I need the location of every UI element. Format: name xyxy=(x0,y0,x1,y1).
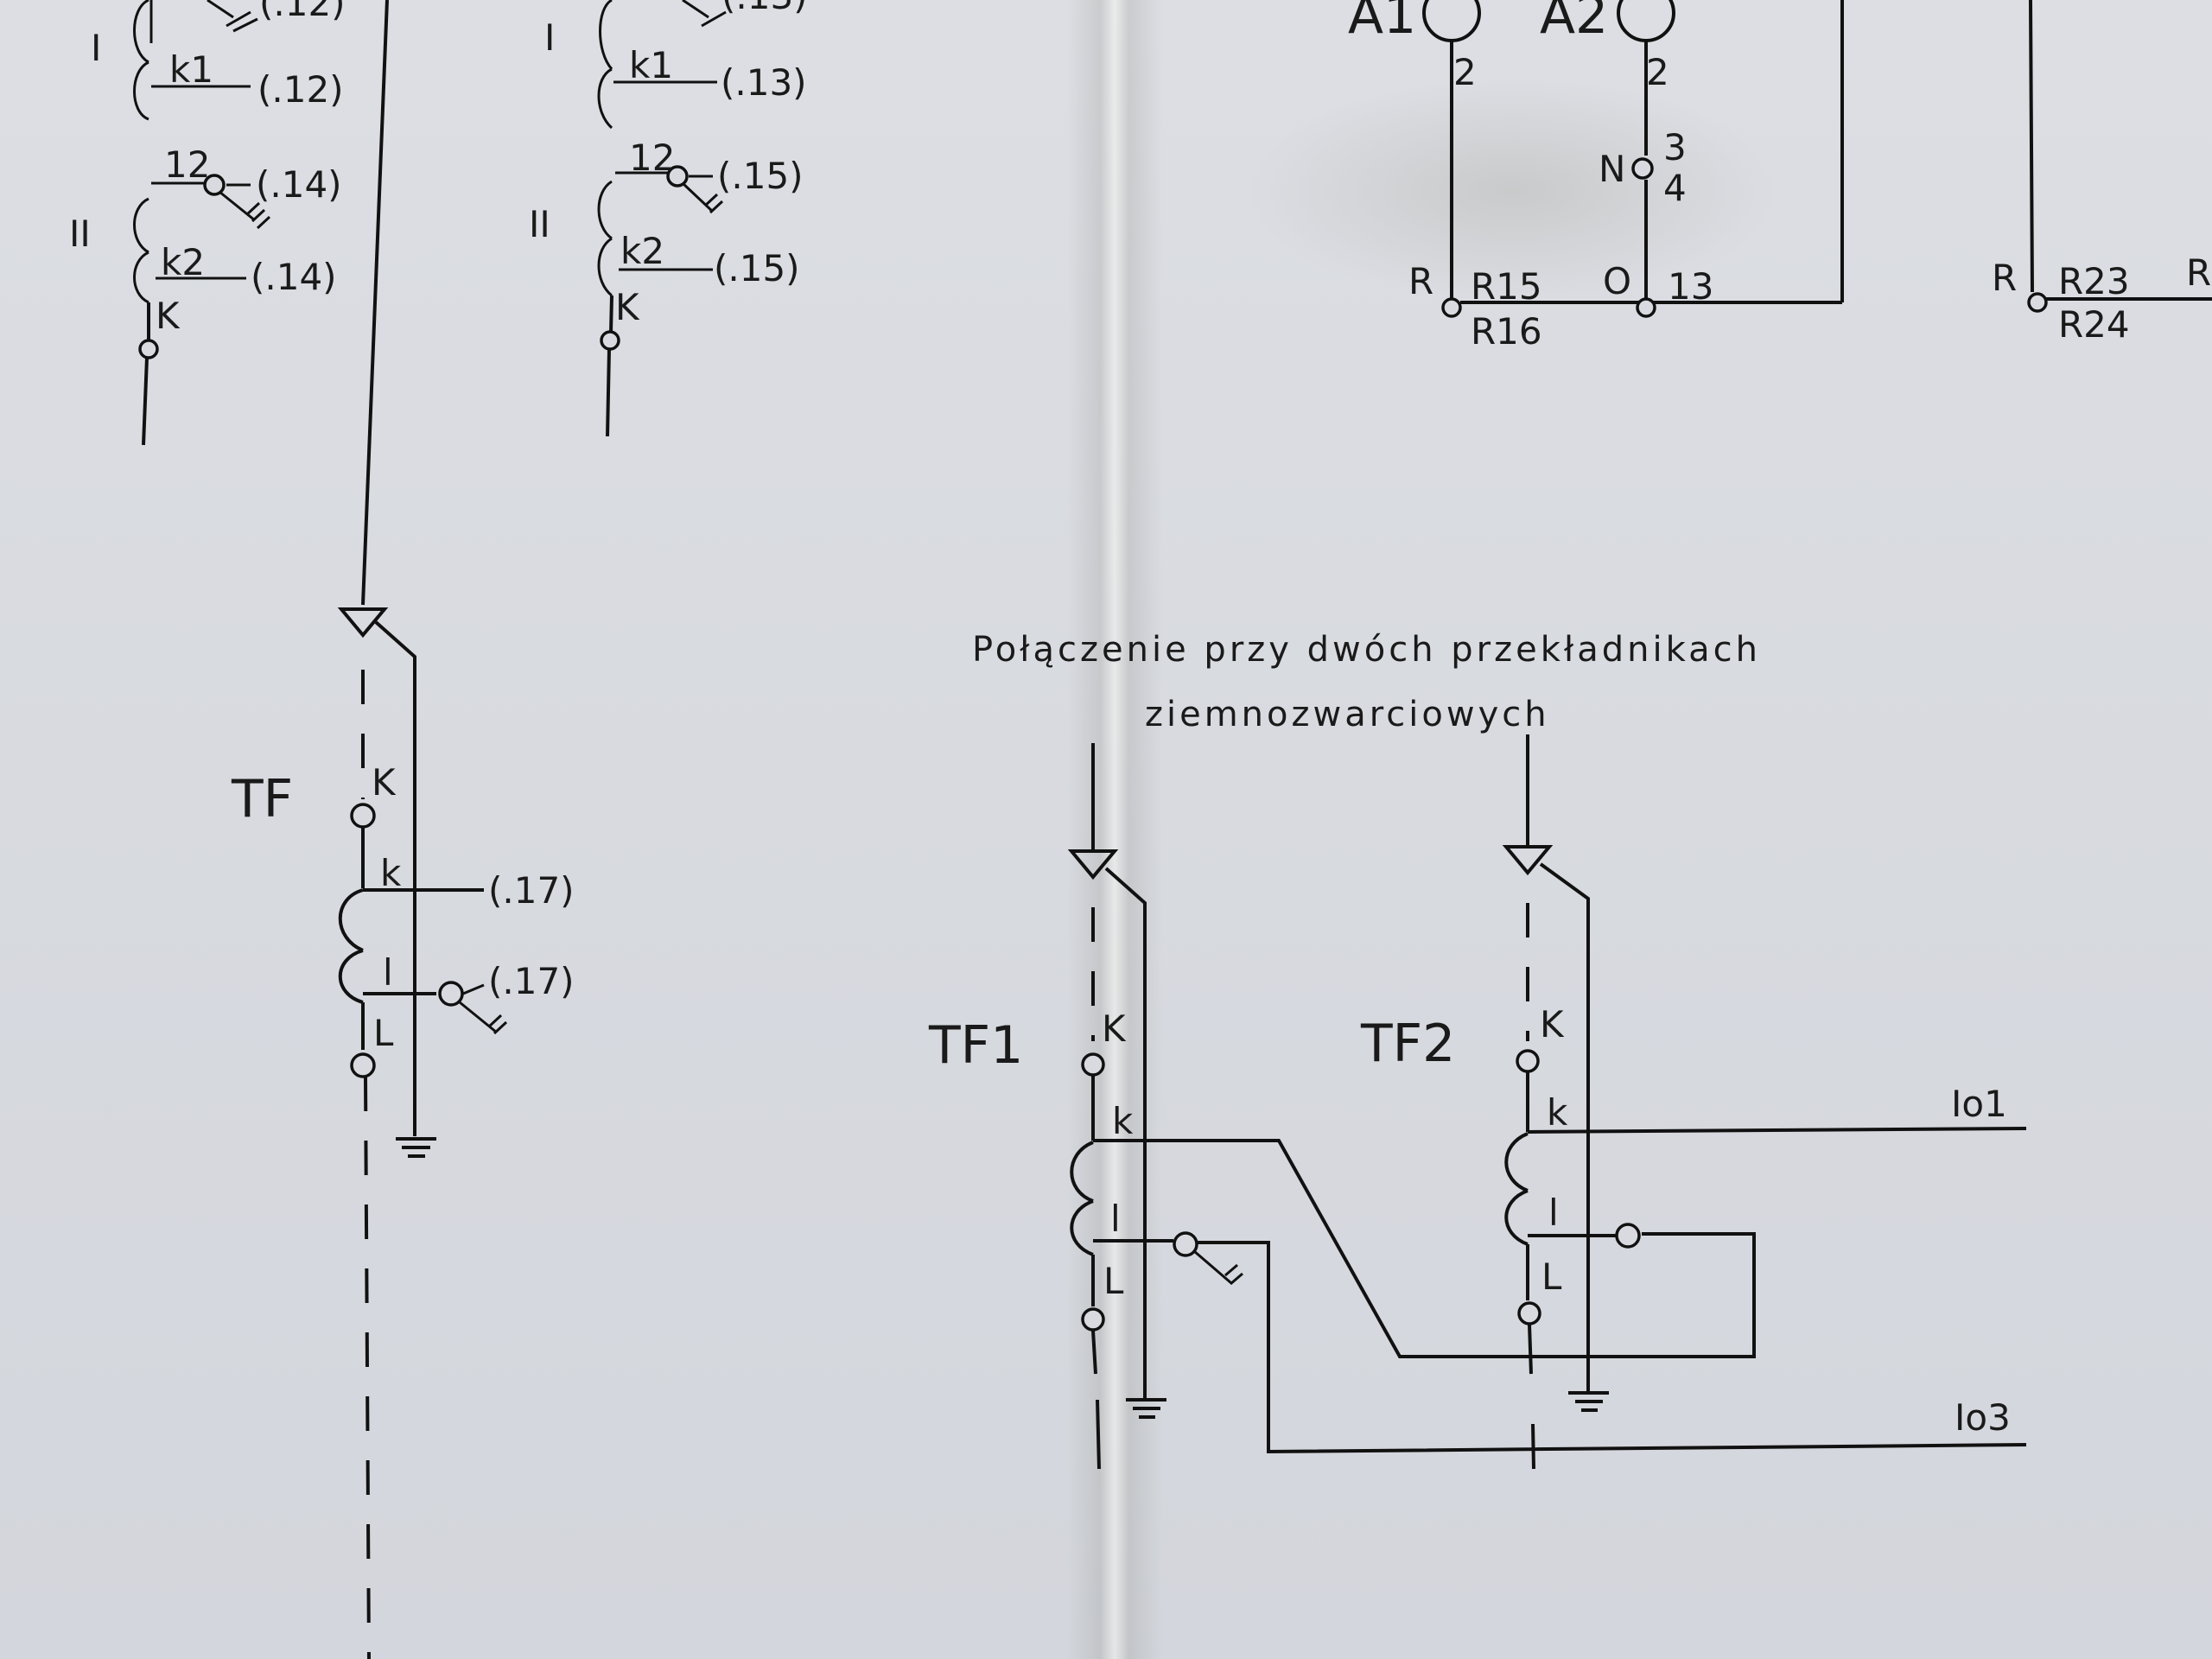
meter-a2-icon xyxy=(1617,0,1675,42)
output-io1: Io1 xyxy=(1951,1083,2007,1125)
tf-left2-tap-12: 12 xyxy=(629,137,675,179)
neutral-label: N xyxy=(1599,148,1625,190)
terminal-r24: R24 xyxy=(2058,303,2130,346)
tf2-arrow-icon xyxy=(1502,845,1554,876)
tf-left2-winding-1: I xyxy=(544,16,555,59)
tf-left2-terminal-k: K xyxy=(615,286,640,328)
tf-left2-ref-12: (.15) xyxy=(717,155,804,197)
tf2-label: TF2 xyxy=(1360,1014,1455,1074)
tf-left2-ref-k2: (.15) xyxy=(714,247,800,289)
terminal-o-label: O xyxy=(1603,260,1631,302)
neutral-pin-4: 4 xyxy=(1663,167,1687,209)
tf-left1-ref-k2: (.14) xyxy=(251,256,337,298)
terminal-r16: R16 xyxy=(1471,310,1542,353)
tf2-terminal-l: l xyxy=(1548,1192,1559,1234)
tf-left1-tap-k2: k2 xyxy=(161,241,205,283)
tf-ref-k: (.17) xyxy=(488,869,575,912)
tf-left1-ref-12: (.14) xyxy=(256,163,342,206)
meter-a1-pin: 2 xyxy=(1453,51,1477,93)
tf-left1-winding-1: I xyxy=(91,27,101,69)
tf2-ground-icon xyxy=(1568,1391,1609,1412)
meter-a1-icon xyxy=(1422,0,1481,42)
tf-arrow-icon xyxy=(337,607,389,639)
tf-left2-ref-top: (.13) xyxy=(721,0,808,17)
tf1-arrow-icon xyxy=(1067,849,1119,880)
tf2-transformer: TF2 K k l L xyxy=(1360,734,2027,1470)
terminal-r23: R23 xyxy=(2058,260,2130,302)
tf1-ground-icon xyxy=(1126,1398,1166,1419)
meter-a2-pin: 2 xyxy=(1646,51,1669,93)
tf-left2-tap-k2: k2 xyxy=(620,230,664,272)
tf-terminal-K: K xyxy=(372,761,397,804)
terminal-r-label: R xyxy=(1408,260,1433,302)
tf2-terminal-K: K xyxy=(1540,1003,1565,1046)
tf2-terminal-L: L xyxy=(1541,1255,1562,1298)
tf-supply-line xyxy=(361,0,389,606)
tf2-terminal-k: k xyxy=(1547,1091,1568,1134)
caption-line-1: Połączenie przy dwóch przekładnikach xyxy=(972,630,1761,670)
tf-left2-ref-k1: (.13) xyxy=(721,61,807,104)
tf-terminal-k: k xyxy=(380,852,402,894)
caption-line-2: ziemnozwarciowych xyxy=(1145,695,1550,734)
paper-stain xyxy=(1244,78,1780,302)
tf-left2-tap-k1: k1 xyxy=(629,44,673,86)
tf-left2-winding-2: II xyxy=(529,203,550,245)
tf-transformer: TF K k l L (.17) (.17) xyxy=(231,607,575,1659)
tf1-label: TF1 xyxy=(928,1015,1023,1076)
tf-label: TF xyxy=(231,769,293,830)
tf-ref-l: (.17) xyxy=(488,960,575,1002)
tf1-terminal-l: l xyxy=(1110,1198,1121,1240)
left-transformer-2: I II k1 12 k2 K (.13) (.13) (.15) (.15) xyxy=(529,0,808,437)
terminal-13: 13 xyxy=(1668,265,1713,308)
meter-a2-label: A2 xyxy=(1540,0,1608,46)
terminal-r-label-2: R xyxy=(1992,257,2017,299)
tf-terminal-L: L xyxy=(373,1012,394,1054)
tf1-terminal-k: k xyxy=(1112,1100,1134,1142)
tf-left1-ref-top: (.12) xyxy=(259,0,346,24)
terminal-r15: R15 xyxy=(1471,265,1542,308)
tf1-terminal-K: K xyxy=(1102,1007,1127,1050)
meter-block: A1 A2 2 2 N 3 4 R R15 R16 O 13 R R23 R24… xyxy=(1348,0,2212,353)
tf-left1-ref-k1: (.12) xyxy=(257,68,344,111)
tf-left1-tap-k1: k1 xyxy=(169,48,213,91)
meter-a1-label: A1 xyxy=(1348,0,1416,46)
tf-left1-tap-12: 12 xyxy=(164,143,210,186)
output-io3: Io3 xyxy=(1955,1396,2011,1439)
tf-terminal-l: l xyxy=(383,951,393,994)
terminal-r-label-3: R xyxy=(2186,251,2211,294)
tf1-terminal-L: L xyxy=(1103,1260,1124,1302)
tf1-transformer: TF1 K k l L xyxy=(928,743,2027,1470)
tf-left1-terminal-k: K xyxy=(156,295,181,337)
tf-left1-winding-2: II xyxy=(69,213,91,255)
neutral-pin-3: 3 xyxy=(1663,126,1687,168)
left-transformer-1: I II k1 12 k2 K (.12) (.12) (.14) (.14) xyxy=(69,0,346,446)
tf-ground-icon xyxy=(396,1137,436,1158)
